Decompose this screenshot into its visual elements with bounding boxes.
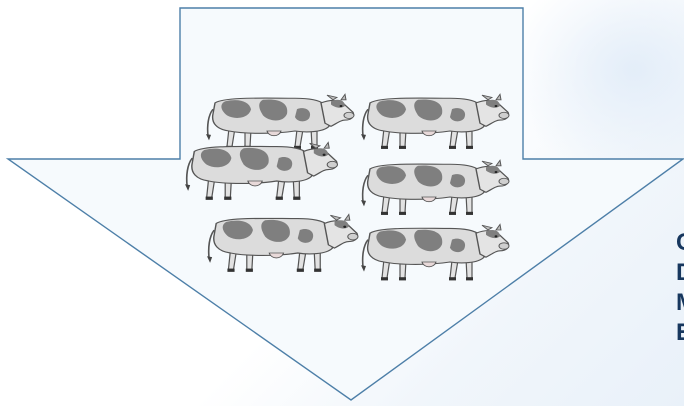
arrow-body — [8, 8, 683, 400]
side-text-line-1: C — [676, 228, 684, 258]
side-text-line-3: M — [676, 288, 684, 318]
side-text-line-2: D — [676, 258, 684, 288]
cropped-side-text: C D M E — [676, 228, 684, 348]
side-text-line-4: E — [676, 318, 684, 348]
